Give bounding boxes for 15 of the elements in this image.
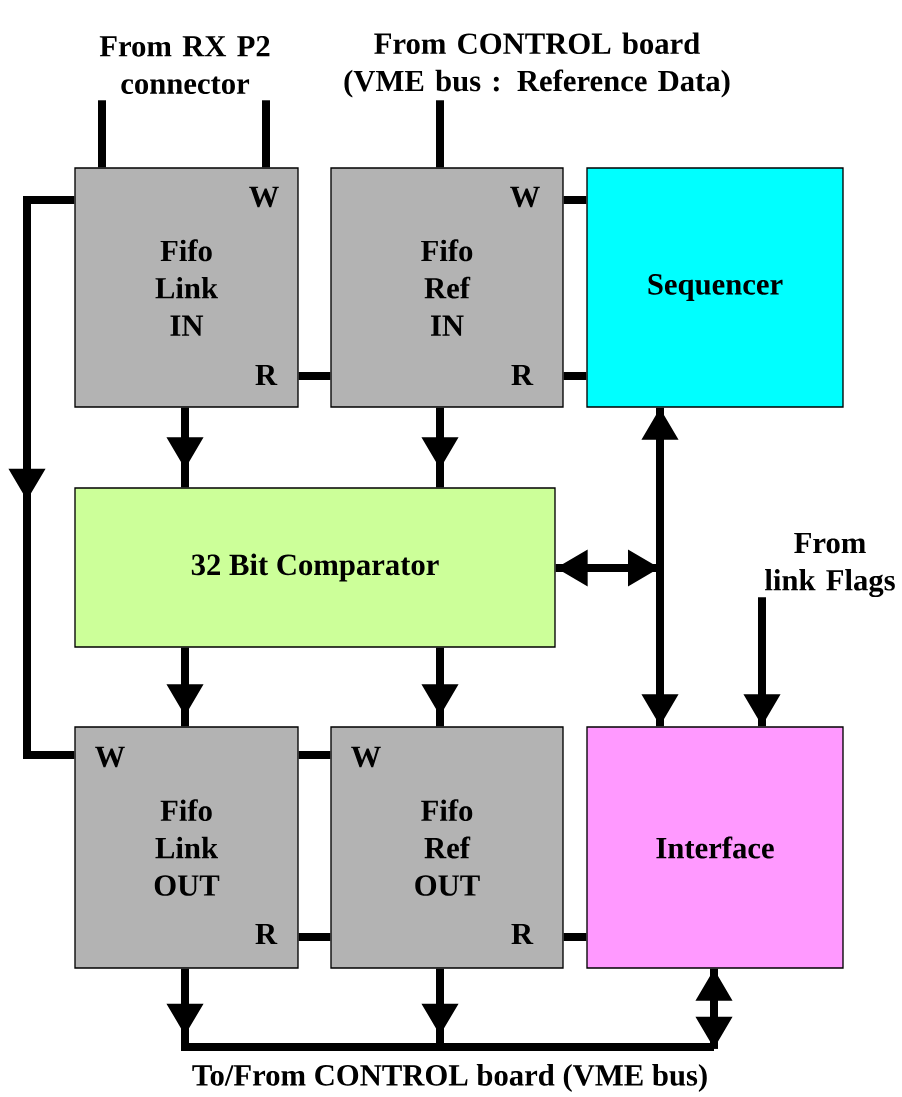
port-label: W xyxy=(351,746,381,768)
bus-label: To/From CONTROL board (VME bus) xyxy=(192,1064,707,1092)
comparator-box: 32 Bit Comparator xyxy=(74,487,556,648)
port-label: R xyxy=(511,923,534,945)
signal-label: From CONTROL board (VME bus : Reference Data) xyxy=(344,32,730,98)
signal-label: From RX P2 connector xyxy=(99,36,270,94)
port-label: W xyxy=(510,186,540,208)
port-label: R xyxy=(511,364,534,386)
signal-label: From link Flags xyxy=(765,532,895,598)
port-label: R xyxy=(255,364,278,386)
port-label: R xyxy=(255,923,278,945)
interface-box: Interface xyxy=(586,726,844,969)
sequencer-box: Sequencer xyxy=(586,167,844,408)
port-label: W xyxy=(95,746,125,768)
port-label: W xyxy=(249,186,279,208)
